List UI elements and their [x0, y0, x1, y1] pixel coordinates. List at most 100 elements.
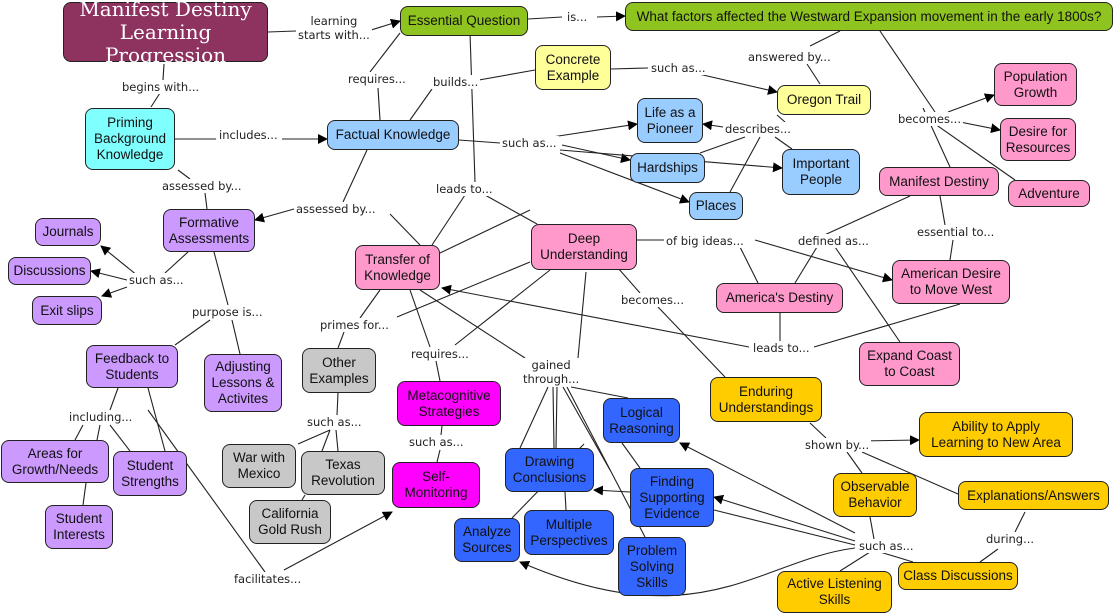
line-connector [336, 392, 339, 416]
manifest-destiny-node[interactable]: Manifest Destiny [879, 167, 999, 196]
self-monitoring-node[interactable]: Self- Monitoring [392, 462, 480, 508]
arrow-connector [283, 511, 393, 571]
feedback-node[interactable]: Feedback to Students [86, 345, 178, 388]
adjusting-lessons-node[interactable]: Adjusting Lessons & Activites [204, 354, 282, 412]
explanations-answers-node[interactable]: Explanations/Answers [958, 481, 1109, 510]
line-connector [389, 213, 421, 246]
link-label-such-as-concrete: such as... [649, 61, 708, 75]
map-title-node[interactable]: Manifest Destiny Learning Progression [63, 0, 268, 66]
line-connector [564, 491, 567, 511]
population-growth-node[interactable]: Population Growth [994, 63, 1077, 106]
deep-understanding-node[interactable]: Deep Understanding [531, 224, 637, 270]
arrow-connector [551, 120, 638, 138]
discussions-node[interactable]: Discussions [8, 257, 91, 285]
line-connector [519, 386, 549, 449]
line-connector [934, 123, 1016, 181]
multiple-perspectives-node[interactable]: Multiple Perspectives [524, 510, 614, 555]
oregon-trail-node[interactable]: Oregon Trail [777, 85, 871, 115]
ability-apply-node[interactable]: Ability to Apply Learning to New Area [919, 412, 1073, 457]
link-label-begins-with: begins with... [120, 80, 202, 94]
line-connector [454, 269, 551, 346]
hardships-node[interactable]: Hardships [630, 153, 705, 183]
enduring-understandings-node[interactable]: Enduring Understandings [710, 377, 822, 422]
line-connector [555, 386, 558, 449]
link-label-primes-for: primes for... [318, 318, 391, 332]
line-connector [739, 246, 759, 284]
life-pioneer-node[interactable]: Life as a Pioneer [637, 98, 703, 143]
link-label-includes: includes... [217, 128, 280, 142]
line-connector [621, 442, 641, 469]
link-label-such-as-factual: such as... [500, 136, 559, 150]
important-people-node[interactable]: Important People [782, 149, 860, 195]
expand-coast-node[interactable]: Expand Coast to Coast [859, 342, 960, 386]
link-label-builds: builds... [431, 75, 481, 89]
drawing-conclusions-node[interactable]: Drawing Conclusions [505, 448, 594, 492]
arrow-connector [101, 286, 128, 298]
line-connector [150, 92, 161, 108]
active-listening-node[interactable]: Active Listening Skills [777, 571, 892, 613]
class-discussions-node[interactable]: Class Discussions [898, 562, 1018, 590]
journals-node[interactable]: Journals [35, 218, 101, 246]
war-mexico-node[interactable]: War with Mexico [222, 444, 296, 488]
desire-resources-node[interactable]: Desire for Resources [1000, 118, 1076, 161]
link-label-leads-to-1: leads to... [434, 182, 495, 196]
line-connector [577, 271, 587, 359]
metacognitive-node[interactable]: Metacognitive Strategies [397, 381, 501, 426]
line-connector [164, 251, 189, 274]
line-connector [109, 387, 119, 411]
line-connector [869, 516, 875, 540]
link-label-leads-to-2: leads to... [751, 341, 812, 355]
link-label-such-as-meta: such as... [407, 435, 466, 449]
question-text-node[interactable]: What factors affected the Westward Expan… [625, 2, 1113, 31]
other-examples-node[interactable]: Other Examples [302, 348, 376, 393]
observable-behavior-node[interactable]: Observable Behavior [833, 473, 917, 517]
link-label-facilitates: facilitates... [232, 572, 304, 586]
line-connector [834, 246, 901, 343]
essential-question-node[interactable]: Essential Question [400, 6, 528, 36]
line-connector [301, 494, 306, 501]
line-connector [570, 386, 629, 399]
line-connector [1014, 511, 1026, 533]
formative-assessments-node[interactable]: Formative Assessments [163, 209, 255, 252]
arrow-connector [90, 268, 128, 281]
adventure-node[interactable]: Adventure [1008, 180, 1090, 207]
finding-evidence-node[interactable]: Finding Supporting Evidence [630, 468, 714, 527]
factual-knowledge-node[interactable]: Factual Knowledge [327, 120, 459, 150]
link-label-such-as-formative: such as... [127, 273, 186, 287]
student-interests-node[interactable]: Student Interests [45, 505, 113, 549]
concrete-example-node[interactable]: Concrete Example [535, 45, 611, 90]
areas-growth-node[interactable]: Areas for Growth/Needs [1, 440, 109, 483]
gold-rush-node[interactable]: California Gold Rush [249, 500, 331, 544]
line-connector [409, 88, 433, 121]
line-connector [431, 194, 466, 246]
places-node[interactable]: Places [689, 192, 743, 220]
line-connector [439, 209, 531, 254]
arrow-connector [754, 239, 893, 283]
priming-node[interactable]: Priming Background Knowledge [85, 108, 175, 170]
line-connector [147, 387, 166, 452]
line-connector [846, 451, 863, 474]
texas-revolution-node[interactable]: Texas Revolution [301, 451, 385, 495]
transfer-knowledge-node[interactable]: Transfer of Knowledge [355, 245, 440, 290]
arrow-connector [947, 93, 995, 113]
student-strengths-node[interactable]: Student Strengths [113, 451, 187, 496]
line-connector [96, 424, 101, 441]
problem-solving-node[interactable]: Problem Solving Skills [618, 537, 686, 596]
line-connector [809, 422, 827, 439]
line-connector [794, 246, 818, 284]
line-connector [231, 319, 241, 355]
link-label-requires-1: requires... [346, 72, 408, 86]
exit-slips-node[interactable]: Exit slips [32, 296, 102, 325]
line-connector [174, 319, 211, 346]
americas-destiny-node[interactable]: America's Destiny [716, 283, 843, 313]
logical-reasoning-node[interactable]: Logical Reasoning [603, 398, 680, 443]
link-label-of-big-ideas: of big ideas... [664, 234, 746, 248]
line-connector [809, 30, 841, 47]
line-connector [213, 251, 229, 306]
american-desire-node[interactable]: American Desire to Move West [892, 260, 1010, 304]
analyze-sources-node[interactable]: Analyze Sources [454, 518, 520, 562]
line-connector [377, 87, 381, 121]
link-label-such-as-observable: such as... [857, 539, 916, 553]
link-label-becomes-question: becomes... [896, 112, 963, 126]
link-label-gained-through: gained through... [521, 358, 582, 386]
